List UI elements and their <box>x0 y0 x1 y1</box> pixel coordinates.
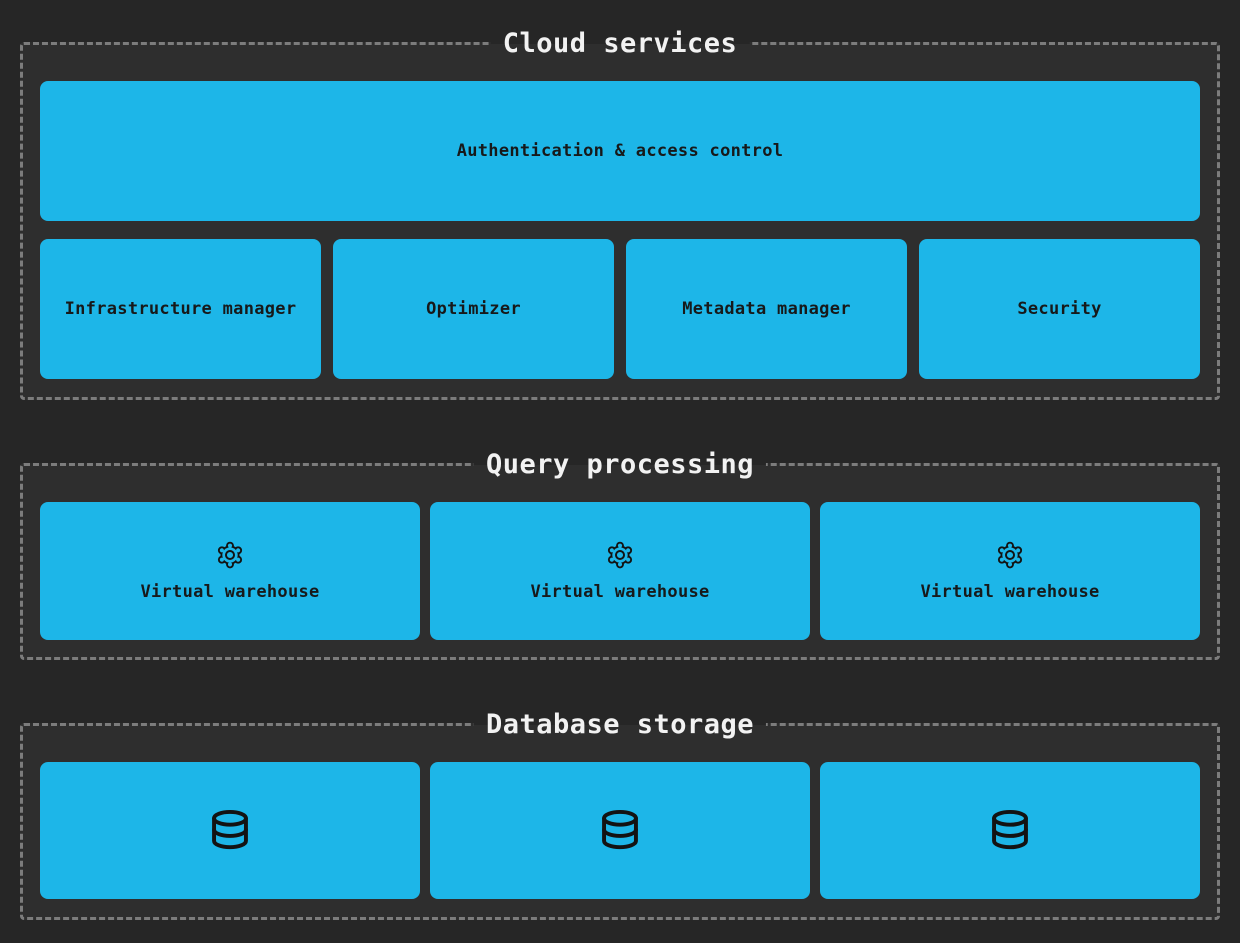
node-virtual-warehouse: Virtual warehouse <box>820 502 1200 640</box>
node-authentication-access-control: Authentication & access control <box>40 81 1200 221</box>
section-title-cloud-services: Cloud services <box>490 24 750 64</box>
node-label: Metadata manager <box>682 299 851 319</box>
database-icon <box>986 808 1034 853</box>
section-title-query-processing: Query processing <box>473 445 767 485</box>
node-database <box>430 762 810 899</box>
section-cloud-services: Cloud services Authentication & access c… <box>20 24 1220 400</box>
node-optimizer: Optimizer <box>333 239 614 379</box>
cloud-services-row: Infrastructure manager Optimizer Metadat… <box>40 239 1200 379</box>
section-query-processing: Query processing <box>20 445 1220 660</box>
node-database <box>40 762 420 899</box>
node-infrastructure-manager: Infrastructure manager <box>40 239 321 379</box>
node-virtual-warehouse: Virtual warehouse <box>40 502 420 640</box>
node-label: Optimizer <box>426 299 521 319</box>
node-virtual-warehouse: Virtual warehouse <box>430 502 810 640</box>
database-icon <box>596 808 644 853</box>
node-database <box>820 762 1200 899</box>
section-database-storage: Database storage <box>20 705 1220 920</box>
query-processing-row: Virtual warehouse <box>40 502 1200 640</box>
node-label: Security <box>1017 299 1102 319</box>
database-icon <box>206 808 254 853</box>
database-storage-row <box>40 762 1200 899</box>
gear-icon <box>995 540 1025 570</box>
node-label: Virtual warehouse <box>140 582 320 602</box>
node-metadata-manager: Metadata manager <box>626 239 907 379</box>
gear-icon <box>215 540 245 570</box>
node-label: Authentication & access control <box>456 141 784 161</box>
gear-icon <box>605 540 635 570</box>
node-security: Security <box>919 239 1200 379</box>
node-label: Virtual warehouse <box>920 582 1100 602</box>
node-label: Infrastructure manager <box>64 299 297 319</box>
node-label: Virtual warehouse <box>530 582 710 602</box>
section-title-database-storage: Database storage <box>473 705 767 745</box>
